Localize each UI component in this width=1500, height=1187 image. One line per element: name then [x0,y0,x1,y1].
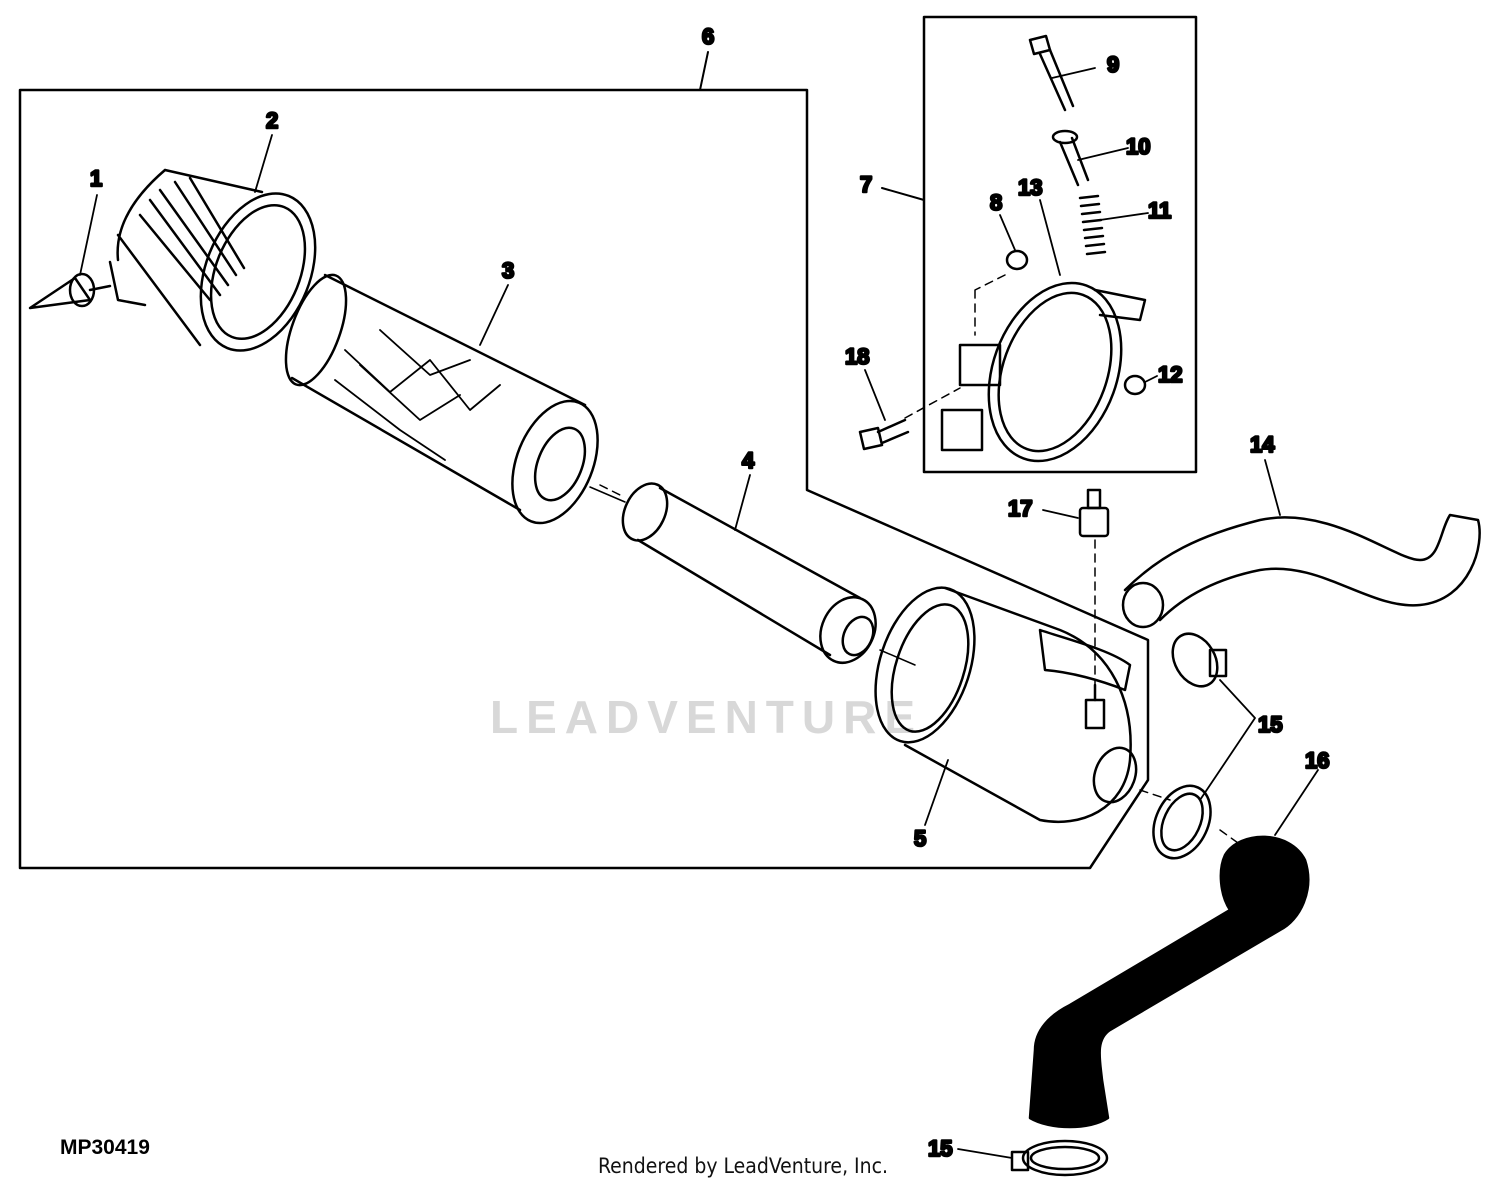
figure-id: MP30419 [60,1136,150,1159]
part-14-upper-hose [1123,515,1480,627]
callout-12: 12 [1158,362,1182,387]
part-15-clamp-upper [1164,626,1227,694]
callout-15a: 15 [1258,712,1282,737]
part-15-clamp-middle [1142,777,1221,868]
part-13-clamp [942,264,1145,479]
callout-9: 9 [1107,52,1119,77]
callout-14: 14 [1250,432,1275,457]
callout-16: 16 [1305,748,1329,773]
callout-leaders [80,68,1318,1158]
callout-18: 18 [845,344,869,369]
part-2-cover [110,170,337,368]
part-1-dust-valve [30,274,110,308]
callout-1: 1 [90,166,102,191]
callout-7: 7 [860,172,872,197]
part-17-fitting [1080,490,1108,536]
watermark-text: LEADVENTURE [490,691,924,743]
callout-4: 4 [742,448,755,473]
part-12-nut [1125,376,1145,394]
part-9-bolt [1030,36,1073,110]
clamp-inset-frame [924,17,1196,472]
dashed-alignment-lines [600,275,1245,848]
callout-11: 11 [1148,198,1171,223]
part-18-bolt [860,420,908,449]
part-16-lower-hose [1030,837,1308,1127]
part-4-secondary-element [590,476,915,671]
part-11-spring [1080,196,1105,254]
callout-17: 17 [1008,496,1032,521]
callout-5: 5 [914,826,926,851]
callout-6: 6 [702,24,714,49]
leader-6-to-frame [700,52,708,90]
callout-8: 8 [990,190,1002,215]
leader-7-to-frame [882,188,924,200]
callout-10: 10 [1126,134,1150,159]
part-15-clamp-lower [1012,1141,1107,1175]
render-credit: Rendered by LeadVenture, Inc. [598,1154,888,1178]
part-8-nut [1007,251,1027,269]
callout-15b: 15 [928,1136,952,1161]
part-5-housing [857,575,1143,822]
callout-2: 2 [266,108,278,133]
assembly-group-frame [20,90,1148,868]
callout-3: 3 [502,258,514,283]
part-3-filter-element [274,267,615,535]
callout-13: 13 [1018,175,1042,200]
